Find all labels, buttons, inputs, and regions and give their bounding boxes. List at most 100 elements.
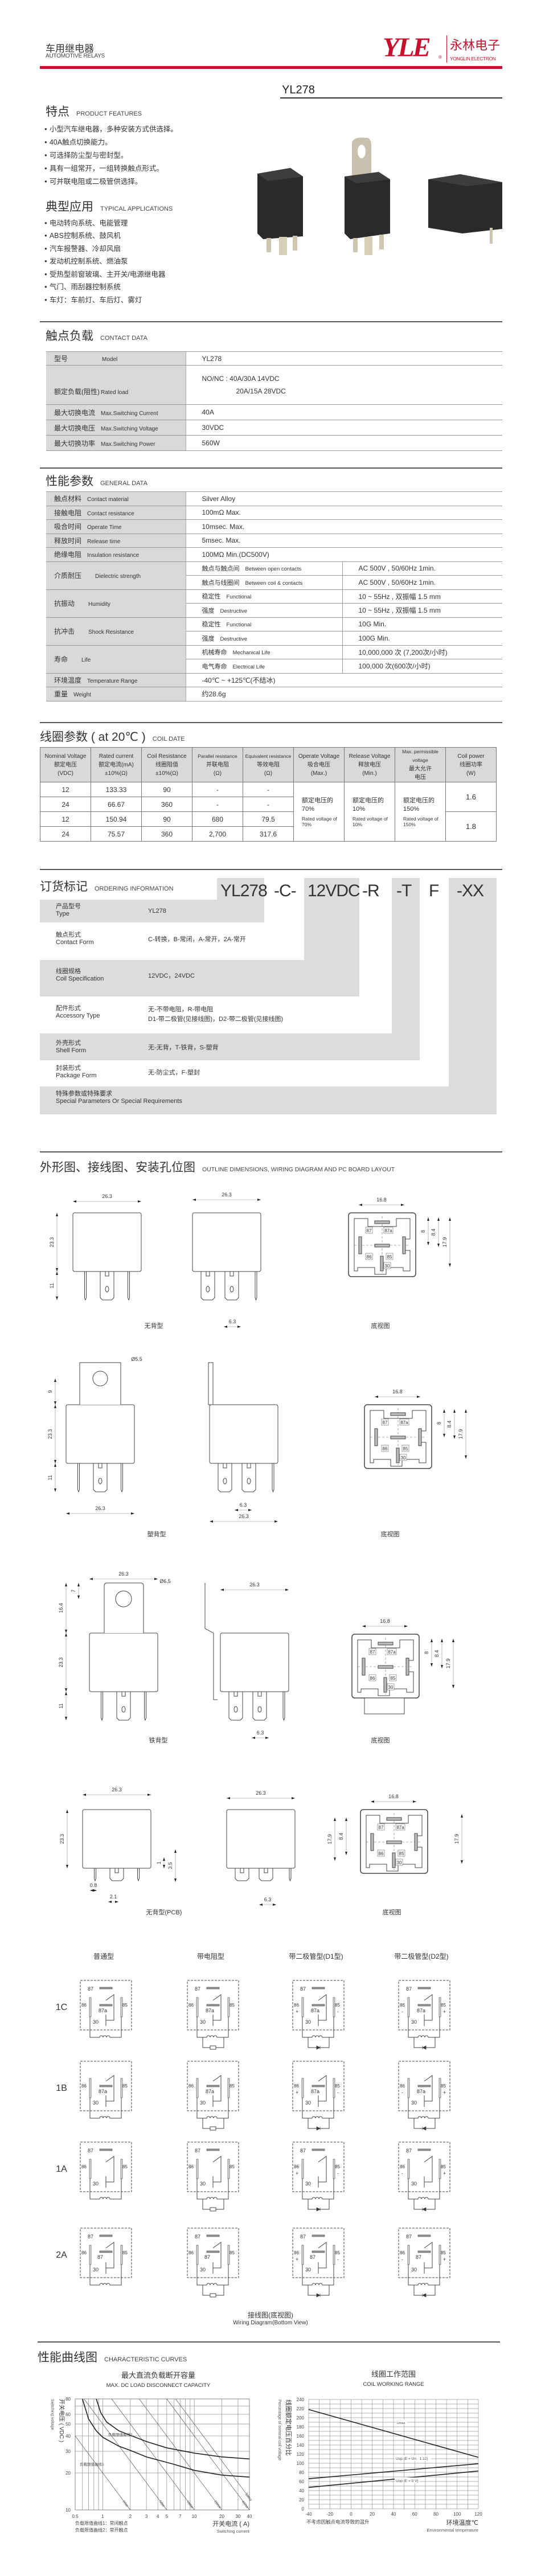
arrow-icon bbox=[453, 1409, 456, 1439]
terminal-label: 30 bbox=[200, 2019, 206, 2025]
ordering-label-en: Coil Specification bbox=[56, 975, 104, 982]
terminal-86 bbox=[370, 1833, 374, 1851]
coil-icon bbox=[302, 2098, 334, 2119]
series-line bbox=[81, 2399, 249, 2478]
dimension-label: 16.4 bbox=[58, 1603, 64, 1613]
row-label-en: Contact material bbox=[87, 497, 129, 503]
resistor-icon bbox=[210, 2126, 216, 2131]
coil-terminal-86 bbox=[301, 2078, 304, 2098]
contact-87 bbox=[206, 2234, 220, 2237]
dimension-label: 1 bbox=[156, 1861, 162, 1864]
row-value: 10 ~ 55Hz , 双振幅 1.5 mm bbox=[342, 589, 502, 604]
ordering-row-bg bbox=[40, 1033, 420, 1060]
power-line-label: 100W bbox=[186, 2500, 194, 2510]
general-rule bbox=[40, 467, 502, 469]
x-tick-label: 30 bbox=[235, 2514, 240, 2519]
ordering-value: 无-不带电阻，R-带电阻 bbox=[148, 1006, 214, 1013]
relay-boundary bbox=[292, 2061, 345, 2111]
relay-photo-3 bbox=[428, 174, 502, 244]
terminal-hole bbox=[247, 1478, 251, 1484]
diode-icon bbox=[316, 2126, 321, 2131]
x-tick-label: 40 bbox=[247, 2514, 252, 2519]
outline-title-en: OUTLINE DIMENSIONS, WIRING DIAGRAM AND P… bbox=[202, 1166, 395, 1173]
relay-boundary bbox=[292, 1980, 345, 2031]
dimension-label: 8 bbox=[436, 1422, 442, 1425]
series-label: Uop (E = 0 V) bbox=[396, 2479, 419, 2483]
order-code-package: F bbox=[429, 881, 439, 900]
coil-icon bbox=[408, 2265, 440, 2286]
row-label-en: Life bbox=[81, 657, 91, 663]
terminal-hole bbox=[105, 1286, 109, 1293]
coil-terminal-86 bbox=[407, 1997, 410, 2017]
features-title-en: PRODUCT FEATURES bbox=[76, 110, 142, 117]
coil-icon bbox=[302, 2265, 334, 2286]
ordering-label-cn: 产品型号 bbox=[56, 903, 81, 910]
terminal-label: 86 bbox=[81, 2164, 87, 2169]
header-rule bbox=[40, 66, 502, 69]
polarity-sign: - bbox=[401, 2257, 403, 2262]
terminal-label: 87 bbox=[406, 2234, 412, 2239]
wiring-caption-en: Wiring Diagram(Bottom View) bbox=[233, 2320, 308, 2326]
dimension-label: 16.8 bbox=[392, 1389, 403, 1394]
series-line bbox=[96, 2399, 249, 2460]
dimension-label: 6.3 bbox=[240, 1502, 247, 1508]
x-tick-label: 80 bbox=[433, 2512, 438, 2517]
y-tick-label: 60 bbox=[299, 2479, 304, 2484]
dimension-label: 17.9 bbox=[454, 1834, 460, 1844]
terminal-label-box bbox=[365, 1227, 373, 1234]
row-label-en: Humidity bbox=[88, 601, 110, 608]
terminal-hole bbox=[98, 1478, 103, 1484]
blade-terminal bbox=[218, 1463, 232, 1492]
terminal-30 bbox=[383, 1677, 387, 1693]
dimension-label: 87 bbox=[383, 1420, 388, 1425]
terminal-label: 87a bbox=[417, 2089, 425, 2094]
coil-terminal-86 bbox=[89, 2078, 92, 2098]
header-line: 释放电压 bbox=[358, 761, 381, 768]
terminal-label: 86 bbox=[400, 2164, 405, 2169]
header-line: (VDC) bbox=[58, 770, 73, 777]
wiring-row-label: 1A bbox=[56, 2164, 67, 2174]
side-view: 26.36.3 bbox=[226, 1790, 296, 1906]
coil-icon bbox=[89, 2017, 122, 2038]
terminal-label: 87 bbox=[88, 2148, 93, 2153]
relay-boundary bbox=[398, 1980, 450, 2031]
coil-terminal-86 bbox=[196, 2245, 199, 2265]
resistor-icon bbox=[210, 2207, 216, 2212]
mounting-tab bbox=[104, 1582, 144, 1633]
terminal-label: 87 bbox=[195, 2234, 200, 2239]
terminal-label-box bbox=[401, 1445, 409, 1452]
header-line: (Min.) bbox=[362, 770, 377, 777]
terminal-label: 86 bbox=[188, 2083, 194, 2089]
header-line: Rated current bbox=[99, 753, 134, 760]
arrow-icon bbox=[431, 1639, 433, 1667]
row-value: 约28.6g bbox=[186, 687, 502, 702]
polarity-sign: + bbox=[443, 2090, 446, 2095]
contact-87 bbox=[99, 1987, 113, 1990]
header-line: Operate Voltage bbox=[298, 753, 340, 760]
polarity-sign: + bbox=[443, 2257, 446, 2262]
arrow-icon bbox=[174, 1849, 177, 1882]
metal-bracket bbox=[204, 1583, 218, 1700]
coil-icon bbox=[196, 2098, 229, 2119]
terminal-hole bbox=[223, 1478, 227, 1484]
header-line: 并联电阻 bbox=[206, 761, 229, 768]
terminal-notch bbox=[114, 1868, 119, 1873]
blade-terminal bbox=[200, 1271, 215, 1301]
coil-terminal-86 bbox=[301, 2159, 304, 2179]
parallel-branch bbox=[413, 2037, 436, 2048]
terminal-label: 30 bbox=[305, 2181, 311, 2187]
chart-note: 负载限值曲线2：常开触点 bbox=[75, 2527, 128, 2533]
side-view: 26.36.3 bbox=[208, 1362, 278, 1523]
ordering-label-en: Package Form bbox=[56, 1072, 97, 1079]
armature bbox=[212, 2156, 222, 2188]
row-label-cn: 抗振动 bbox=[54, 600, 75, 608]
application-item: 车灯：车前灯、车后灯、雾灯 bbox=[44, 294, 142, 305]
dimension-label: 6.3 bbox=[257, 1730, 264, 1736]
